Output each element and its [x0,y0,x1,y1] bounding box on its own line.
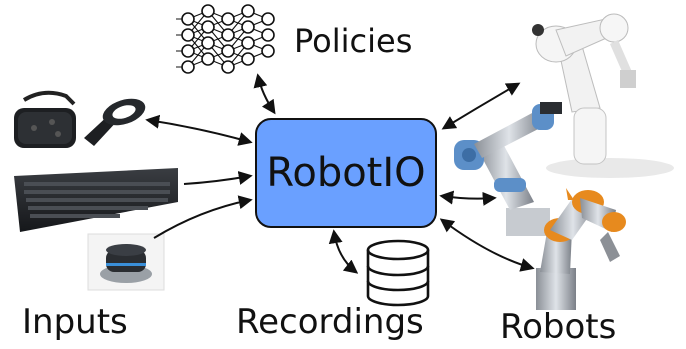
robotio-hub: RobotIO [255,118,437,228]
spacemouse-icon [87,233,165,291]
vr-controller-icon [84,98,146,146]
ur-arm-icon [454,102,562,236]
arrow-policies-hub [253,73,276,115]
neural-network-icon [176,4,275,74]
policies-label: Policies [294,22,413,60]
kuka-iiwa-arm-icon [536,188,626,310]
hub-label: RobotIO [266,150,426,196]
franka-panda-arm-icon [532,13,674,178]
database-icon [366,239,430,307]
arrow-keyboard-hub [183,171,253,185]
inputs-label: Inputs [22,302,128,342]
arrow-hub-ur [439,190,497,206]
robots-label: Robots [500,307,617,347]
arrow-spacemouse-hub [153,195,253,239]
recordings-label: Recordings [236,302,424,342]
vr-headset-icon [14,90,76,148]
arrow-vr-hub [145,114,253,146]
arrow-hub-franka [441,82,521,130]
connection-arrows [145,73,535,274]
keyboard-icon [14,168,178,232]
arrow-hub-recordings [328,229,359,274]
arrow-hub-kuka [439,218,535,272]
